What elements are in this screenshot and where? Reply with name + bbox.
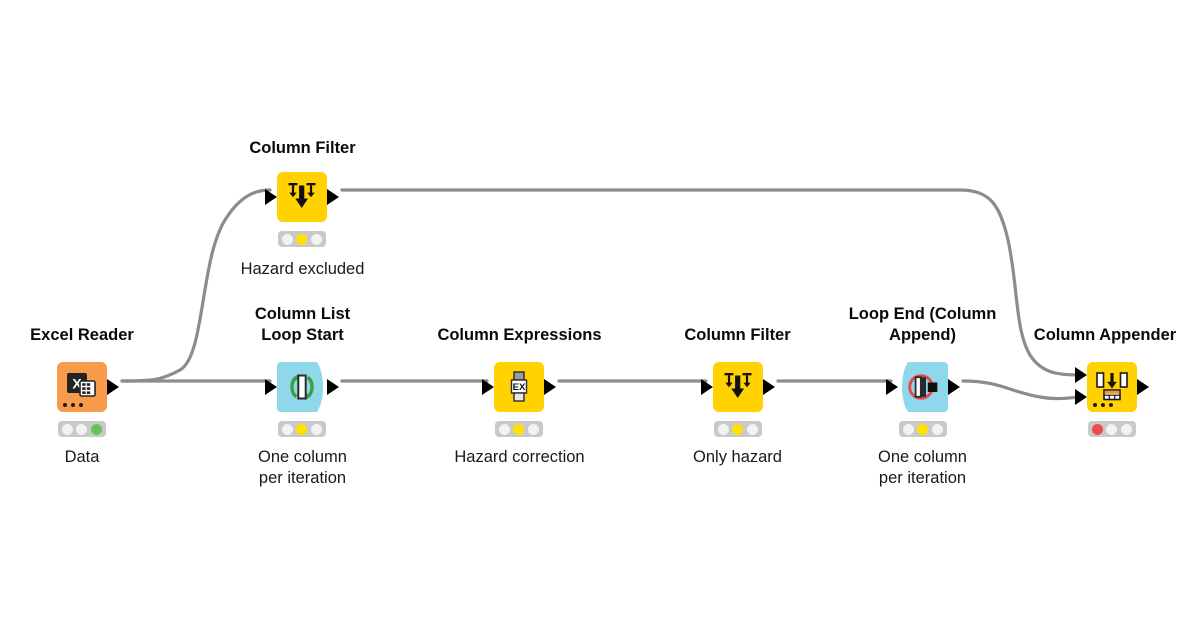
- input-port-column-filter-hazard-excluded-1[interactable]: [265, 189, 277, 205]
- node-icon-excel-reader: X: [57, 362, 107, 412]
- node-title-column-list-loop-start: Column List Loop Start: [254, 305, 351, 344]
- status-lamp-red: [1091, 423, 1103, 435]
- status-lamp-yellow: [296, 233, 308, 245]
- node-title-loop-end-column-append: Loop End (Column Append): [848, 305, 997, 344]
- output-port-column-filter-only-hazard-1[interactable]: [763, 379, 775, 395]
- node-icon-column-list-loop-start: [277, 362, 327, 412]
- status-bar-column-filter-hazard-excluded: [278, 231, 326, 247]
- status-lamp-off: [747, 423, 759, 435]
- output-port-column-filter-hazard-excluded-1[interactable]: [327, 189, 339, 205]
- loop-start-icon: [290, 374, 314, 400]
- node-annotation-loop-end-column-append: One column per iteration: [878, 448, 967, 487]
- output-port-excel-reader-1[interactable]: [107, 379, 119, 395]
- status-lamp-off: [1121, 423, 1133, 435]
- input-port-column-filter-only-hazard-1[interactable]: [701, 379, 713, 395]
- node-excel-reader[interactable]: X: [57, 362, 107, 412]
- column-expressions-icon: EX: [510, 371, 528, 402]
- node-annotation-excel-reader: Data: [64, 448, 100, 466]
- status-lamp-green: [91, 423, 103, 435]
- input-port-column-appender-2[interactable]: [1075, 389, 1087, 405]
- status-lamp-yellow: [296, 423, 308, 435]
- status-lamp-yellow: [917, 423, 929, 435]
- node-column-appender[interactable]: [1087, 362, 1137, 412]
- status-bar-column-list-loop-start: [278, 421, 326, 437]
- status-lamp-off: [76, 423, 88, 435]
- input-port-column-expressions-1[interactable]: [482, 379, 494, 395]
- connection-excel-to-column-filter[interactable]: [120, 188, 272, 383]
- status-lamp-off: [902, 423, 914, 435]
- node-icon-column-appender: [1087, 362, 1137, 412]
- status-lamp-off: [932, 423, 944, 435]
- excel-reader-icon: X: [67, 373, 96, 397]
- node-column-expressions[interactable]: EX: [494, 362, 544, 412]
- status-lamp-off: [717, 423, 729, 435]
- output-port-loop-end-column-append-1[interactable]: [948, 379, 960, 395]
- node-options-dots: [1093, 403, 1113, 407]
- status-bar-loop-end-column-append: [899, 421, 947, 437]
- status-lamp-off: [1106, 423, 1118, 435]
- output-port-column-appender-1[interactable]: [1137, 379, 1149, 395]
- status-lamp-off: [498, 423, 510, 435]
- node-column-filter-only-hazard[interactable]: [713, 362, 763, 412]
- node-annotation-column-filter-hazard-excluded: Hazard excluded: [240, 260, 365, 278]
- loop-end-icon: [908, 374, 938, 400]
- status-bar-excel-reader: [58, 421, 106, 437]
- svg-text:EX: EX: [513, 382, 526, 393]
- node-icon-column-expressions: EX: [494, 362, 544, 412]
- node-icon-column-filter-hazard-excluded: [277, 172, 327, 222]
- input-port-loop-end-column-append-1[interactable]: [886, 379, 898, 395]
- node-icon-loop-end-column-append: [898, 362, 948, 412]
- input-port-column-list-loop-start-1[interactable]: [265, 379, 277, 395]
- status-lamp-off: [528, 423, 540, 435]
- node-title-column-expressions: Column Expressions: [437, 326, 602, 344]
- node-loop-end-column-append[interactable]: [898, 362, 948, 412]
- output-port-column-list-loop-start-1[interactable]: [327, 379, 339, 395]
- status-lamp-off: [61, 423, 73, 435]
- column-filter-icon: [288, 183, 316, 208]
- node-title-column-appender: Column Appender: [1033, 326, 1177, 344]
- node-annotation-column-expressions: Hazard correction: [454, 448, 585, 466]
- status-lamp-off: [281, 233, 293, 245]
- node-options-dots: [63, 403, 83, 407]
- status-lamp-off: [311, 423, 323, 435]
- status-lamp-off: [281, 423, 293, 435]
- output-port-column-expressions-1[interactable]: [544, 379, 556, 395]
- status-lamp-yellow: [513, 423, 525, 435]
- svg-text:X: X: [72, 376, 82, 392]
- node-column-list-loop-start[interactable]: [277, 362, 327, 412]
- node-title-column-filter-hazard-excluded: Column Filter: [249, 139, 356, 157]
- status-bar-column-expressions: [495, 421, 543, 437]
- node-title-column-filter-only-hazard: Column Filter: [684, 326, 791, 344]
- column-appender-icon: [1096, 372, 1128, 401]
- status-bar-column-filter-only-hazard: [714, 421, 762, 437]
- status-bar-column-appender: [1088, 421, 1136, 437]
- node-annotation-column-filter-only-hazard: Only hazard: [693, 448, 782, 466]
- status-lamp-off: [311, 233, 323, 245]
- connection-column-filter-to-appender[interactable]: [340, 188, 1082, 377]
- column-filter-icon: [724, 373, 752, 398]
- node-column-filter-hazard-excluded[interactable]: [277, 172, 327, 222]
- status-lamp-yellow: [732, 423, 744, 435]
- connection-loop-end-to-appender[interactable]: [961, 379, 1082, 401]
- node-annotation-column-list-loop-start: One column per iteration: [258, 448, 347, 487]
- input-port-column-appender-1[interactable]: [1075, 367, 1087, 383]
- node-title-excel-reader: Excel Reader: [30, 326, 134, 344]
- node-icon-column-filter-only-hazard: [713, 362, 763, 412]
